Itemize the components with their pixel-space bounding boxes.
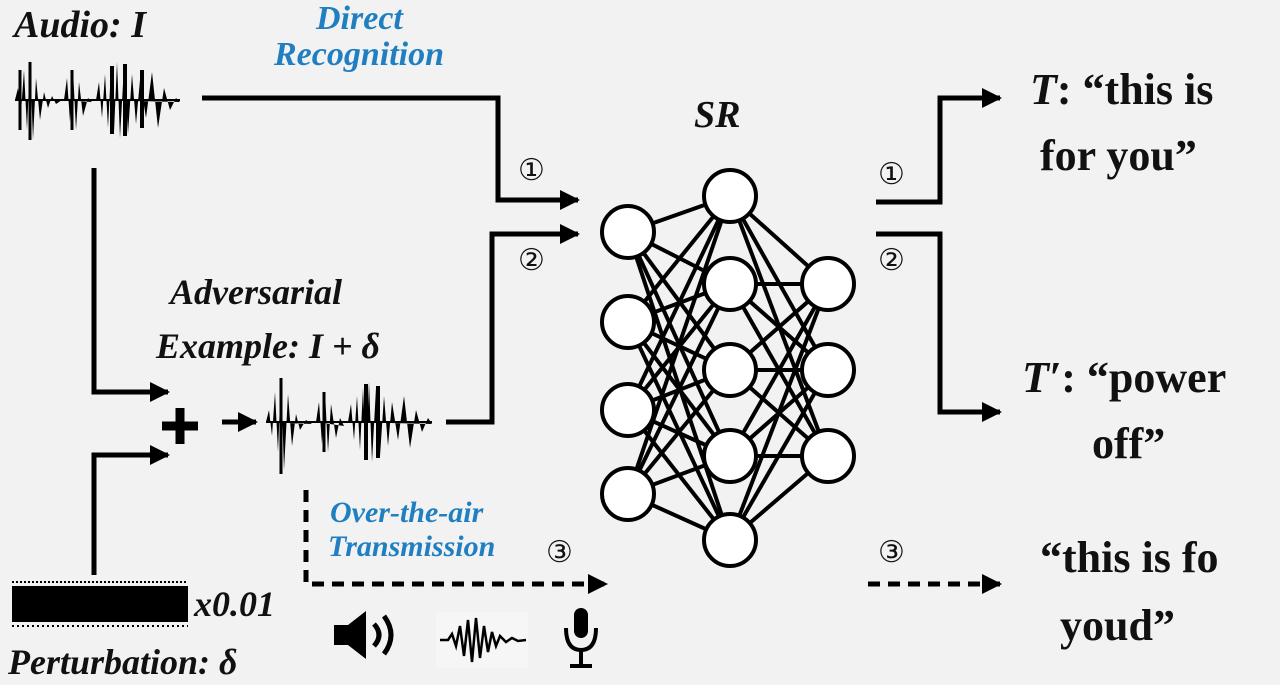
nn-edge-1-4-1 [728,369,830,541]
output-3-line-1: “this is fo [1040,533,1219,582]
nn-node-1-0 [702,168,758,224]
microphone-icon [564,608,598,668]
sound-wave-icon [436,612,528,668]
over-the-air-label-1: Over-the-air [330,496,484,529]
perturbation-noise [12,581,188,627]
audio-waveform [15,60,180,140]
nn-edge-0-2-0 [626,195,732,411]
adversarial-label-2: Example: I + δ [156,326,380,366]
path-2-marker-input: ② [518,243,545,278]
path-1-marker-output: ① [878,157,905,192]
speaker-icon [334,611,394,659]
output-1-var: T [1030,65,1057,114]
output-2-line-2: off” [1092,419,1166,468]
output-1-line-2: for you” [1040,131,1197,180]
nn-node-0-1 [600,294,656,350]
nn-node-1-4 [702,512,758,568]
nn-node-0-3 [600,466,656,522]
path-2-marker-output: ② [878,243,905,278]
nn-node-2-0 [800,256,856,312]
path-1-marker-input: ① [518,153,545,188]
neural-network [600,168,856,568]
adversarial-label-1: Adversarial [170,272,343,312]
nn-node-0-2 [600,382,656,438]
adversarial-waveform [266,378,432,474]
scale-label: x0.01 [194,584,275,624]
nn-node-1-3 [702,428,758,484]
output-3-line-2: youd” [1060,601,1175,650]
output-2-text-1: : “power [1061,353,1227,402]
output-2-line-1: T′: “power [1022,356,1226,400]
perturbation-label: Perturbation: δ [8,642,238,682]
path-3-marker-input: ③ [546,535,573,570]
output-1-text-1: : “this is [1056,65,1214,114]
output-2-var: T′ [1022,353,1062,402]
nn-node-2-2 [800,428,856,484]
nn-node-0-0 [600,204,656,260]
direct-recognition-label-1: Direct [316,0,403,37]
nn-edge-1-4-0 [728,283,830,541]
nn-node-2-1 [800,342,856,398]
nn-edge-0-3-1 [626,283,732,495]
direct-recognition-label-2: Recognition [274,36,445,73]
over-the-air-label-2: Transmission [328,530,496,563]
sr-label: SR [694,94,741,136]
connectors [91,88,1002,594]
nn-node-1-1 [702,256,758,312]
output-1-line-1: T: “this is [1030,68,1213,112]
audio-label: Audio: I [14,4,146,46]
nn-edge-1-3-0 [728,283,830,457]
nn-node-1-2 [702,342,758,398]
nn-edge-0-3-0 [626,195,732,495]
path-3-marker-output: ③ [878,535,905,570]
plus-sign [162,408,198,444]
